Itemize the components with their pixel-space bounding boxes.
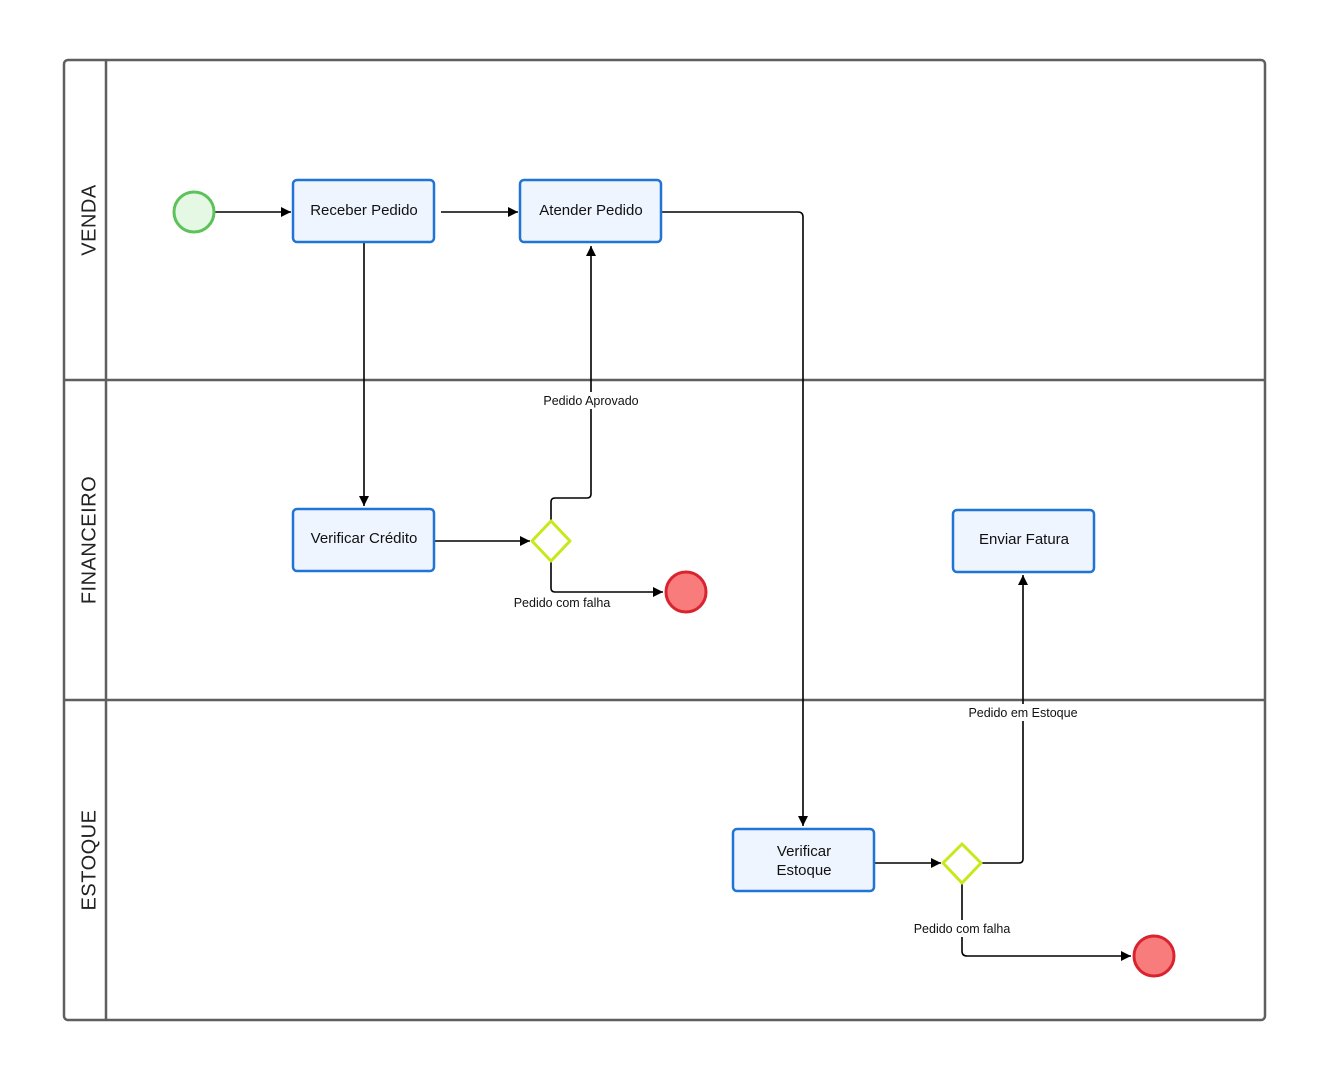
gateway-estoque[interactable] — [941, 842, 983, 885]
task-label: Receber Pedido — [310, 202, 418, 219]
flow-atender-to-verificar-estoque[interactable] — [662, 211, 808, 826]
start-event[interactable] — [172, 190, 216, 234]
task-receber-pedido[interactable]: Receber Pedido — [291, 178, 436, 244]
edge-label-bg-falha-fin — [508, 594, 616, 611]
task-box[interactable] — [731, 827, 876, 893]
task-verificar-credito[interactable]: Verificar Crédito — [291, 507, 436, 573]
edge-label-bg-falha-est — [908, 920, 1016, 937]
edge-label-pedido-em-estoque: Pedido em Estoque — [968, 706, 1077, 720]
task-label-line-1: Verificar — [777, 843, 831, 860]
lane-venda: VENDA — [78, 184, 100, 256]
lane-label-venda: VENDA — [78, 184, 100, 256]
flow-gateway-to-end-credito[interactable] — [550, 561, 663, 597]
edge-labels: Pedido Aprovado Pedido com falha Pedido … — [508, 392, 1083, 937]
flow-gateway-to-end-estoque[interactable] — [961, 884, 1131, 961]
task-label: Enviar Fatura — [979, 531, 1070, 548]
task-label-line-2: Estoque — [776, 862, 831, 879]
end-event-estoque[interactable] — [1132, 934, 1176, 978]
edge-label-pedido-com-falha-financeiro: Pedido com falha — [514, 596, 611, 610]
task-box[interactable] — [951, 508, 1096, 574]
flow-gateway-to-enviar-fatura[interactable] — [981, 575, 1028, 864]
end-event-credito[interactable] — [664, 570, 708, 614]
lane-estoque: ESTOQUE — [78, 810, 100, 911]
task-label: Atender Pedido — [539, 202, 642, 219]
edge-label-bg-aprovado — [538, 392, 644, 409]
gateway-credito[interactable] — [530, 519, 572, 563]
flow-gateway-to-atender[interactable] — [550, 246, 596, 521]
lane-label-estoque: ESTOQUE — [78, 810, 100, 911]
lane-financeiro: FINANCEIRO — [78, 476, 100, 604]
task-atender-pedido[interactable]: Atender Pedido — [518, 178, 663, 244]
task-label: Verificar Crédito — [311, 530, 418, 547]
lane-label-financeiro: FINANCEIRO — [78, 476, 100, 604]
sequence-flows — [215, 207, 1131, 961]
task-box[interactable] — [518, 178, 663, 244]
edge-label-pedido-com-falha-estoque: Pedido com falha — [914, 922, 1011, 936]
task-box[interactable] — [291, 507, 436, 573]
task-enviar-fatura[interactable]: Enviar Fatura — [951, 508, 1096, 574]
task-box[interactable] — [291, 178, 436, 244]
task-verificar-estoque[interactable]: Verificar Estoque — [731, 827, 876, 893]
edge-label-bg-estoque — [963, 704, 1083, 721]
edge-label-pedido-aprovado: Pedido Aprovado — [543, 394, 638, 408]
